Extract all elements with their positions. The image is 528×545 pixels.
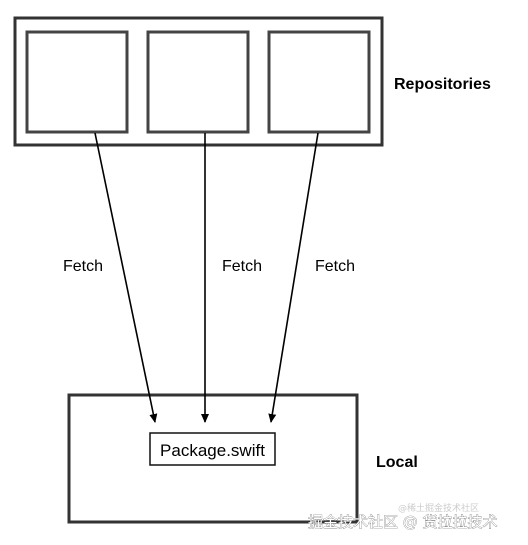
- package-swift-box: [149, 432, 276, 466]
- repositories-label: Repositories: [394, 76, 491, 93]
- fetch-label-1: Fetch: [63, 258, 103, 275]
- repository-box-1: [25, 30, 129, 134]
- fetch-arrow-3: [268, 132, 319, 423]
- fetch-label-2: Fetch: [222, 258, 262, 275]
- watermark-secondary: @稀土掘金技术社区: [398, 502, 479, 514]
- watermark-main: 掘金技术社区 @ 货拉拉技术: [308, 513, 498, 531]
- repository-box-2: [146, 30, 250, 134]
- local-label: Local: [376, 454, 418, 471]
- fetch-arrow-1: [94, 132, 158, 423]
- repository-box-3: [267, 30, 371, 134]
- package-swift-label: Package.swift: [160, 441, 265, 460]
- fetch-label-3: Fetch: [315, 258, 355, 275]
